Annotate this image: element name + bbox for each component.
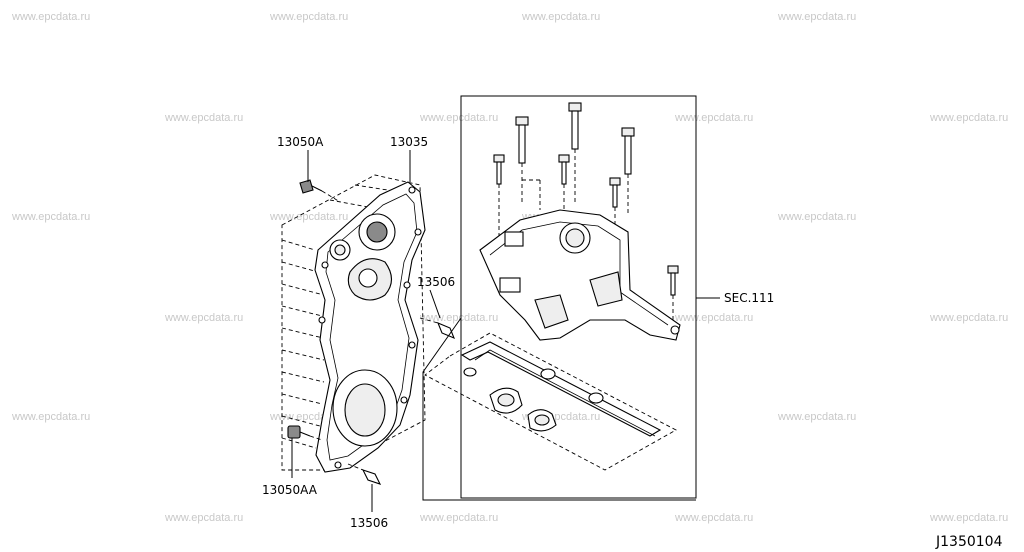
o-ring-small-1 bbox=[463, 367, 477, 377]
watermark-text: www.epcdata.ru bbox=[521, 11, 600, 23]
watermark-text: www.epcdata.ru bbox=[674, 512, 753, 524]
bolt-13050aa bbox=[287, 425, 323, 441]
bolt-b bbox=[568, 102, 582, 150]
watermark-text: www.epcdata.ru bbox=[164, 312, 243, 324]
watermark-text: www.epcdata.ru bbox=[777, 411, 856, 423]
housing-port-inner bbox=[565, 228, 585, 248]
label-13050a: 13050A bbox=[277, 135, 324, 149]
bolt-g bbox=[667, 265, 679, 296]
watermark-text: www.epcdata.ru bbox=[164, 512, 243, 524]
label-13035: 13035 bbox=[390, 135, 428, 149]
bolt-c bbox=[621, 127, 635, 175]
diagram-id: J1350104 bbox=[935, 534, 1003, 550]
watermark-text: www.epcdata.ru bbox=[777, 211, 856, 223]
watermark-text: www.epcdata.ru bbox=[11, 211, 90, 223]
bolt-d bbox=[493, 154, 505, 185]
gasket-set bbox=[424, 332, 677, 471]
bolt-guides bbox=[498, 149, 674, 320]
watermark-text: www.epcdata.ru bbox=[164, 112, 243, 124]
watermark-text: www.epcdata.ru bbox=[269, 11, 348, 23]
watermark-text: www.epcdata.ru bbox=[674, 312, 753, 324]
camshaft-seal-inner bbox=[366, 221, 388, 243]
crankshaft-seal-inner bbox=[344, 383, 386, 437]
upper-housing bbox=[479, 209, 681, 341]
label-13506-lower: 13506 bbox=[350, 516, 388, 530]
watermark-text: www.epcdata.ru bbox=[929, 112, 1008, 124]
watermark-text: www.epcdata.ru bbox=[11, 11, 90, 23]
o-ring-small-3 bbox=[588, 392, 604, 404]
o-ring-small-2 bbox=[540, 368, 556, 380]
label-sec-111: SEC.111 bbox=[724, 291, 774, 305]
bolt-13050a bbox=[299, 179, 341, 203]
sec-111-frame-lower-step bbox=[422, 317, 696, 501]
bolt-a bbox=[515, 116, 529, 164]
cover-bolt-holes bbox=[318, 186, 422, 469]
label-13050aa: 13050AA bbox=[262, 483, 318, 497]
watermark-text: www.epcdata.ru bbox=[419, 512, 498, 524]
watermark-text: www.epcdata.ru bbox=[674, 112, 753, 124]
upper-cover-bolts bbox=[493, 102, 679, 296]
watermark-text: www.epcdata.ru bbox=[929, 312, 1008, 324]
bolt-f bbox=[609, 177, 621, 208]
front-cover-assembly bbox=[281, 174, 426, 473]
watermark-text: www.epcdata.ru bbox=[777, 11, 856, 23]
watermark-text: www.epcdata.ru bbox=[269, 211, 348, 223]
watermark-text: www.epcdata.ru bbox=[929, 512, 1008, 524]
dowel-pin-13506-lower bbox=[347, 463, 382, 485]
watermark-text: www.epcdata.ru bbox=[419, 112, 498, 124]
label-13506-upper: 13506 bbox=[417, 275, 455, 289]
bolt-e bbox=[558, 154, 570, 185]
cover-depth-lines bbox=[281, 184, 421, 449]
watermark-text: www.epcdata.ru bbox=[11, 411, 90, 423]
